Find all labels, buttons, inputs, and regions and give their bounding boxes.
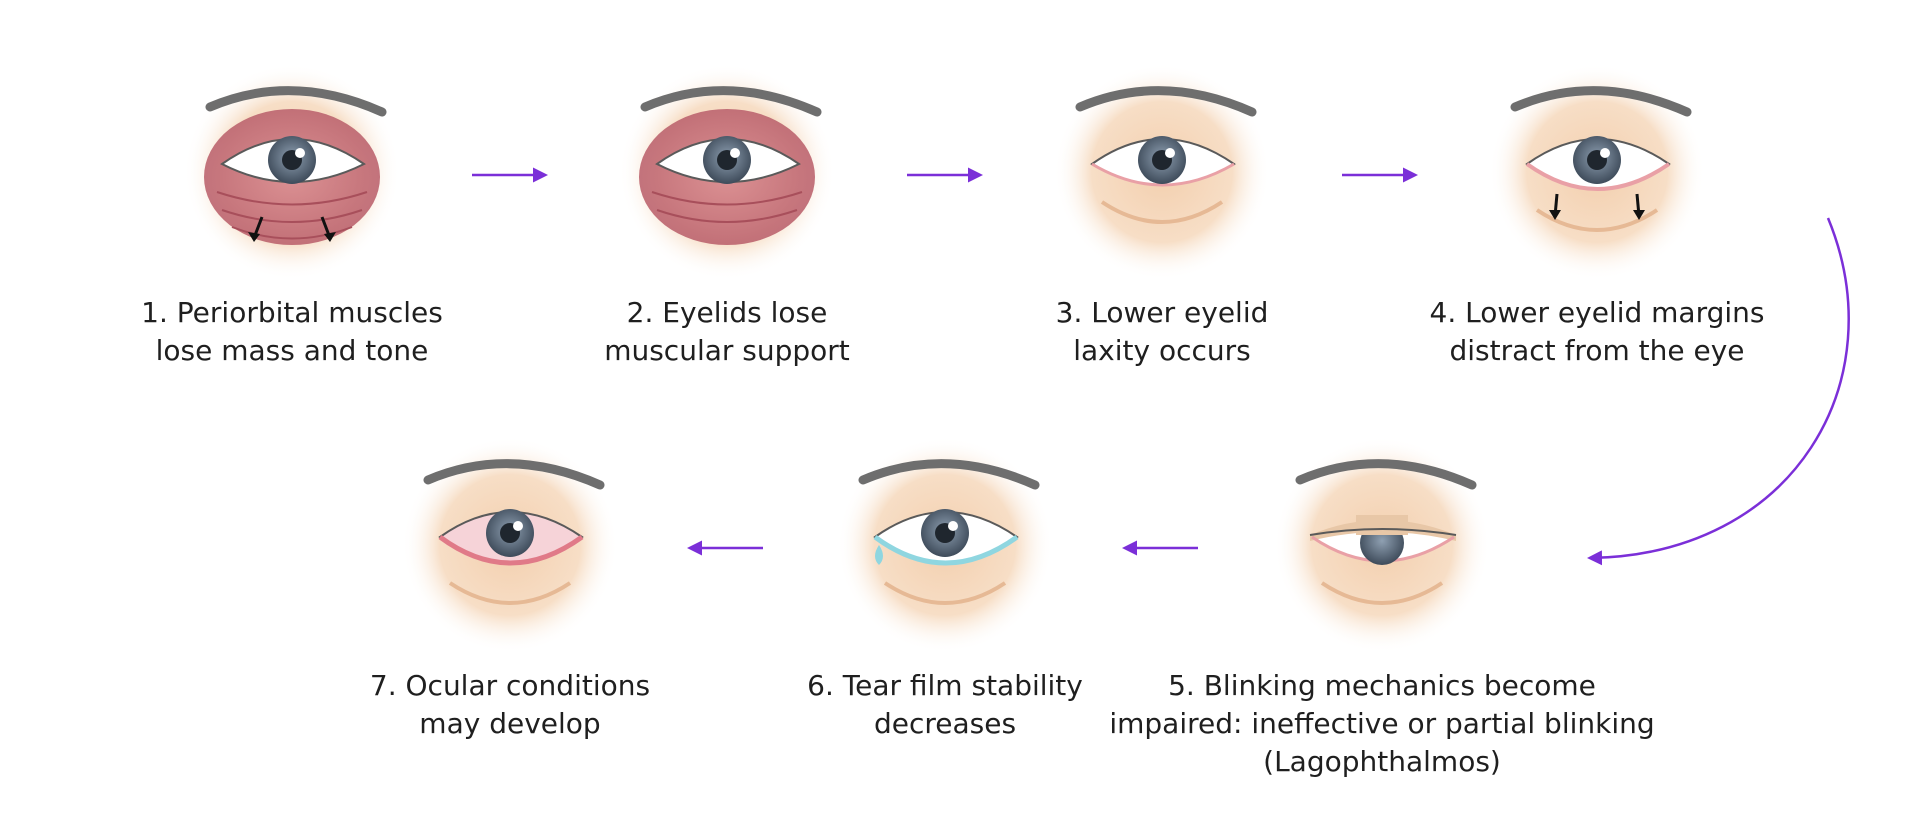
eye-lax-lid-icon (1054, 64, 1270, 280)
step-label-line: lose mass and tone (156, 334, 429, 367)
step-label-line: (Lagophthalmos) (1263, 745, 1501, 778)
step-label-line: 5. Blinking mechanics become (1168, 669, 1596, 702)
step-label-line: 1. Periorbital muscles (141, 296, 443, 329)
step-label-line: 4. Lower eyelid margins (1430, 296, 1765, 329)
eye-muscle-icon (619, 64, 835, 280)
step-label-line: laxity occurs (1073, 334, 1251, 367)
step-label-line: distract from the eye (1450, 334, 1745, 367)
arrow-step-4-to-5 (1587, 217, 1850, 566)
step-label-line: 2. Eyelids lose (627, 296, 828, 329)
step-1: 1. Periorbital muscles lose mass and ton… (141, 64, 443, 367)
step-6: 6. Tear film stability decreases (807, 437, 1083, 740)
eye-partial-blink-icon (1274, 437, 1490, 653)
step-label-line: 3. Lower eyelid (1056, 296, 1269, 329)
step-label-line: may develop (419, 707, 600, 740)
step-5: 5. Blinking mechanics become impaired: i… (1109, 437, 1655, 778)
eye-lid-distraction-icon (1489, 64, 1705, 280)
eye-tear-icon (837, 437, 1053, 653)
step-label-line: 6. Tear film stability (807, 669, 1083, 702)
step-label-line: impaired: ineffective or partial blinkin… (1109, 707, 1654, 740)
step-label-line: decreases (874, 707, 1016, 740)
eye-muscle-sagging-icon (184, 64, 400, 280)
step-3: 3. Lower eyelid laxity occurs (1054, 64, 1270, 367)
step-label-line: muscular support (604, 334, 850, 367)
eye-irritated-icon (402, 437, 618, 653)
step-2: 2. Eyelids lose muscular support (604, 64, 850, 367)
step-label-line: 7. Ocular conditions (370, 669, 650, 702)
step-4: 4. Lower eyelid margins distract from th… (1430, 64, 1765, 367)
step-7: 7. Ocular conditions may develop (370, 437, 650, 740)
